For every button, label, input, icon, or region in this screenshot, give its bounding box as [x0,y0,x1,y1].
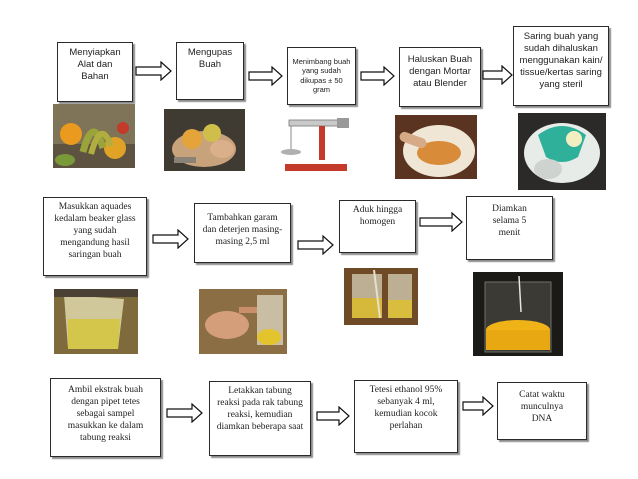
step-stir: Aduk hingga homogen [339,200,416,253]
step-place-test-tube: Letakkan tabung reaksi pada rak tabung r… [209,381,311,456]
arrow-right-icon [482,65,513,85]
step-grind-fruit: Haluskan Buah dengan Mortar atau Blender [399,47,481,107]
filtering-photo [518,113,606,190]
step-add-salt-detergent: Tambahkan garam dan deterjen masing- mas… [194,203,291,263]
arrow-right-icon [462,396,494,416]
peeling-photo [164,109,245,171]
arrow-right-icon [166,403,203,423]
arrow-right-icon [248,66,283,86]
arrow-right-icon [316,406,350,426]
beaker-photo [54,289,138,354]
arrow-right-icon [360,66,395,86]
step-prepare-tools: Menyiapkan Alat dan Bahan [57,42,133,102]
step-peel-fruit: Mengupas Buah [176,42,244,100]
step-take-extract: Ambil ekstrak buah dengan pipet tetes se… [50,378,161,457]
arrow-right-icon [297,235,334,255]
mortar-photo [395,115,477,179]
stirring-photo [344,268,418,325]
arrow-right-icon [135,61,172,81]
step-add-ethanol: Tetesi ethanol 95% sebanyak 4 ml, kemudi… [354,380,458,453]
settling-beaker-photo [473,272,563,356]
balance-scale-photo [279,110,354,175]
step-add-aquades: Masukkan aquades kedalam beaker glass ya… [43,197,147,276]
adding-reagent-photo [199,289,287,354]
step-record-dna-time: Catat waktu munculnya DNA [497,382,587,440]
fruits-photo [53,104,135,168]
step-weigh-fruit: Menimbang buah yang sudah dikupas ± 50 g… [287,47,356,105]
step-filter-fruit: Saring buah yang sudah dihaluskan menggu… [513,26,609,106]
step-rest-5-min: Diamkan selama 5 menit [466,196,553,260]
arrow-right-icon [419,212,463,232]
arrow-right-icon [152,229,189,249]
